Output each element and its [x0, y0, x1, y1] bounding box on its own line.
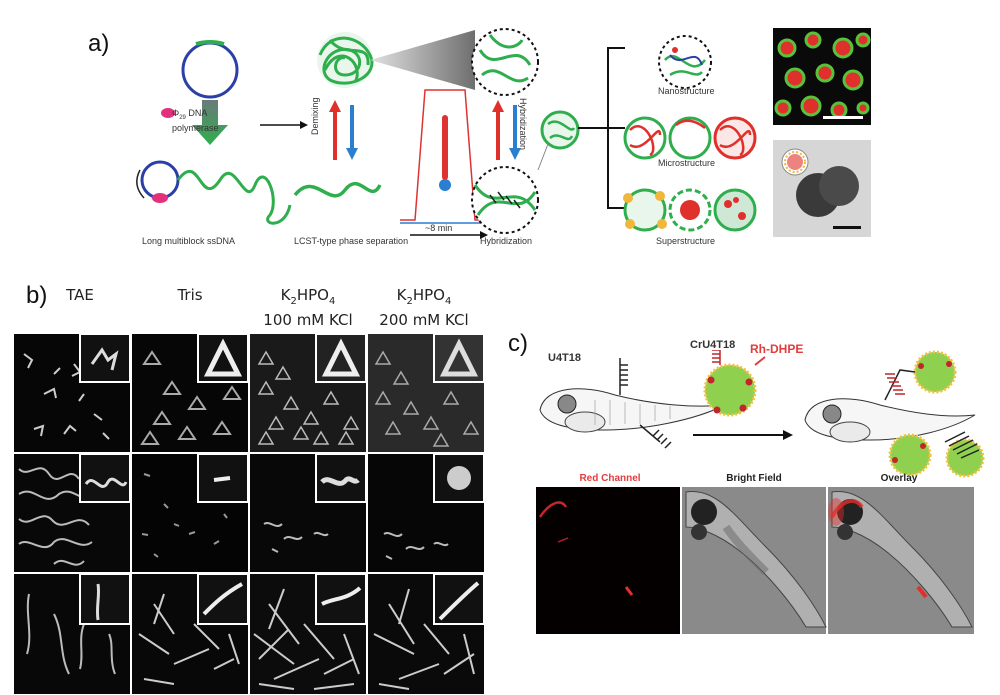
kcl-200: 200 mM KCl [379, 311, 469, 329]
k-subscript: 2 [290, 296, 297, 307]
dna-coil-ball [317, 32, 374, 88]
bright-field-label: Bright Field [726, 473, 782, 484]
nanostructure-label: Nanostructure [658, 86, 715, 96]
time-label: ~8 min [425, 223, 453, 233]
caption-hybridization: Hybridization [480, 236, 533, 246]
panel-label-c: c) [508, 330, 528, 357]
rca-arrow [192, 100, 228, 145]
tem-micrograph [773, 140, 871, 237]
polymerase-label: Φ29 DNA polymerase [172, 108, 232, 133]
afm-tile-r2c2 [132, 453, 249, 572]
fluorescence-micrograph [773, 28, 871, 125]
temperature-profile [400, 89, 490, 221]
afm-tile-r3c4 [368, 573, 484, 694]
zoom-circle-bottom [471, 166, 539, 234]
product-template [140, 160, 180, 200]
microscopy-strip [536, 487, 974, 634]
superstructure-icons [623, 188, 757, 232]
circular-template [181, 41, 239, 99]
zebrafish-left [539, 388, 726, 433]
microstructure-label: Microstructure [658, 158, 716, 168]
afm-tile-r2c4 [368, 453, 484, 572]
panel-label-b: b) [26, 282, 48, 309]
phi-label: Φ [172, 108, 180, 118]
ssdna-strand [176, 170, 292, 225]
cru4t18-label: CrU4T18 [690, 339, 736, 351]
rhdhpe-label: Rh-DHPE [750, 342, 804, 356]
demixing-label: Demixing [310, 97, 320, 135]
k-symbol: K [280, 286, 291, 304]
polymerase-text: DNA polymerase [172, 108, 219, 133]
hpo-symbol: HPO [296, 286, 329, 304]
primer [195, 40, 225, 46]
zebrafish-right [804, 398, 976, 443]
panel-label-a: a) [88, 30, 110, 57]
single-strand [293, 181, 382, 198]
anchor-strand-left [619, 358, 672, 449]
column-label-tris: Tris [177, 286, 203, 304]
zoom-circle-top [471, 28, 539, 96]
bound-liposome-top [884, 350, 957, 401]
afm-image-grid [14, 334, 484, 694]
afm-tile-r1c3 [250, 334, 367, 452]
panel-c-schematic [539, 350, 985, 478]
phi-subscript: 29 [179, 114, 186, 121]
hybridization-vertical-label: Hybridization [518, 98, 528, 151]
o-subscript: 4 [328, 296, 336, 307]
red-channel-image [536, 487, 680, 634]
column-label-tae: TAE [66, 286, 94, 304]
k-symbol-2: K [396, 286, 407, 304]
afm-tile-r2c3 [250, 453, 367, 572]
polymerase-icon [161, 108, 175, 118]
column-label-k2hpo4-200: K2HPO4 200 mM KCl [366, 286, 482, 330]
bracket [607, 47, 625, 209]
afm-tile-r3c3 [250, 573, 367, 694]
panel-a-schematic [136, 28, 757, 239]
o-subscript-2: 4 [444, 296, 452, 307]
column-label-k2hpo4-100: K2HPO4 100 mM KCl [250, 286, 366, 330]
bound-liposome-bottom [888, 431, 985, 478]
kcl-100: 100 mM KCl [263, 311, 353, 329]
afm-tile-r1c4 [368, 334, 484, 452]
hpo-symbol-2: HPO [412, 286, 445, 304]
red-channel-label: Red Channel [579, 473, 641, 484]
microstructure-icons [623, 116, 757, 160]
overlay-label: Overlay [880, 473, 918, 484]
afm-tile-r1c2 [132, 334, 249, 452]
afm-tile-r3c1 [14, 573, 131, 694]
afm-tile-r3c2 [132, 573, 249, 694]
caption-lcst: LCST-type phase separation [294, 236, 409, 246]
caption-ssdna: Long multiblock ssDNA [142, 236, 236, 246]
k-subscript-2: 2 [406, 296, 413, 307]
u4t18-label: U4T18 [548, 352, 582, 364]
superstructure-label: Superstructure [656, 236, 716, 246]
thermometer [442, 115, 448, 180]
afm-tile-r1c1 [14, 334, 131, 452]
afm-tile-r2c1 [14, 453, 131, 572]
liposome [703, 363, 757, 417]
